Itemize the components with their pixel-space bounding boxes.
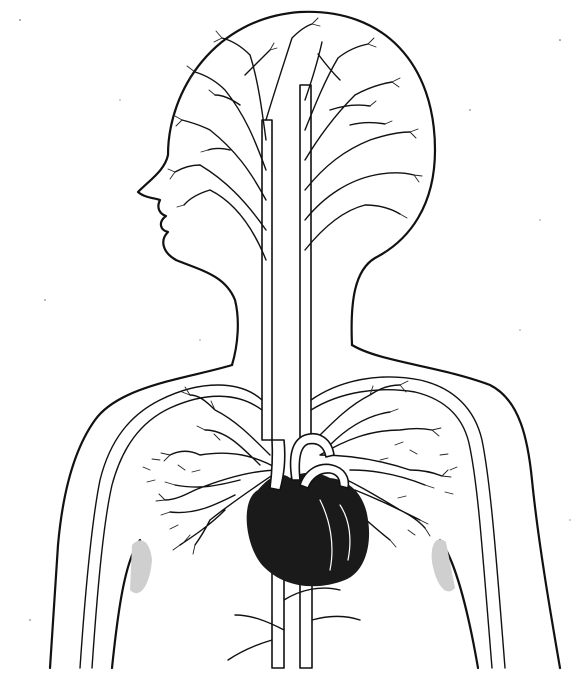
head-capillaries [168, 18, 422, 218]
head-outline [138, 12, 435, 365]
left-armpit-shade [130, 540, 152, 593]
head-branch-left-1 [175, 24, 312, 260]
right-shoulder-outline [352, 345, 560, 668]
head-arteries [168, 18, 422, 260]
head-branch-right-1 [305, 42, 414, 250]
neck-vessels [262, 85, 311, 440]
left-subclavian [80, 385, 262, 668]
right-armpit-shade [432, 539, 455, 591]
right-lung-capillaries [370, 381, 457, 547]
right-carotid [300, 85, 311, 440]
superior-vena-cava [270, 440, 285, 490]
lower-branches [228, 588, 360, 660]
heart-body [247, 473, 369, 587]
left-carotid [262, 120, 272, 440]
left-shoulder-outline [50, 365, 232, 668]
left-lung-capillaries [143, 387, 220, 554]
